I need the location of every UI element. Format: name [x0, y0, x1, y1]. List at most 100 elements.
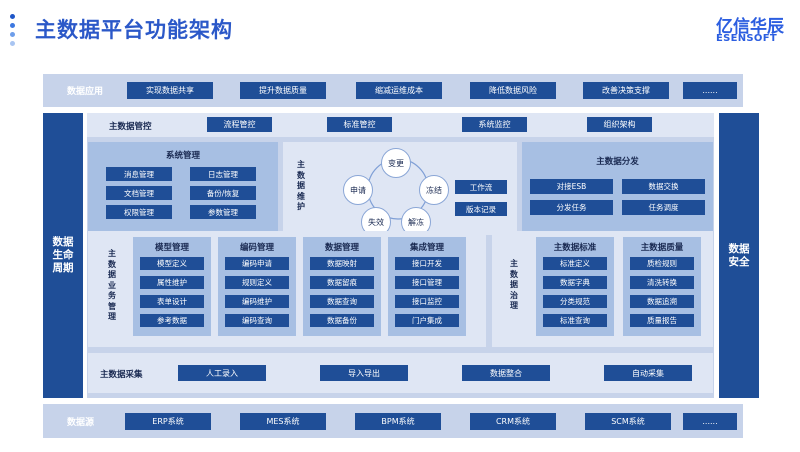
- app-layer-label: 数据应用: [67, 87, 104, 97]
- governance-group: 主数据质量 质检规则 清洗转换 数据追溯 质量报告: [623, 237, 701, 336]
- source-layer-item: SCM系统: [585, 413, 671, 430]
- business-label: 主数据业务管理: [108, 249, 116, 321]
- governance-group-title: 主数据质量: [640, 243, 684, 253]
- control-row: 主数据管控 流程管控 标准管控 系统监控 组织架构: [87, 113, 714, 137]
- business-group: 模型管理 模型定义 属性维护 表单设计 参考数据: [133, 237, 211, 336]
- cycle-node: 冻结: [419, 175, 449, 205]
- app-layer-item: 改善决策支撑: [583, 82, 669, 99]
- system-mgmt-panel: 系统管理 消息管理 日志管理 文档管理 备份/恢复 权限管理 参数管理: [88, 142, 278, 235]
- system-mgmt-title: 系统管理: [165, 151, 200, 161]
- business-group-item: 属性维护: [140, 276, 204, 289]
- business-group-item: 接口管理: [395, 276, 459, 289]
- business-group-item: 数据查询: [310, 295, 374, 308]
- decoration-dots: [9, 14, 17, 50]
- control-item: 系统监控: [462, 117, 527, 132]
- distribution-item: 任务调度: [622, 200, 705, 215]
- source-layer-item: ......: [683, 413, 737, 430]
- governance-group-item: 标准查询: [543, 314, 607, 327]
- governance-group-item: 质检规则: [630, 257, 694, 270]
- business-group-item: 编码维护: [225, 295, 289, 308]
- source-layer-item: CRM系统: [470, 413, 556, 430]
- business-group-title: 编码管理: [239, 243, 274, 253]
- distribution-item: 数据交换: [622, 179, 705, 194]
- business-group-item: 数据备份: [310, 314, 374, 327]
- system-mgmt-item: 文档管理: [106, 186, 172, 200]
- business-group: 集成管理 接口开发 接口管理 接口监控 门户集成: [388, 237, 466, 336]
- distribution-item: 分发任务: [530, 200, 613, 215]
- business-group-item: 接口开发: [395, 257, 459, 270]
- business-group-item: 表单设计: [140, 295, 204, 308]
- governance-group-item: 分类规范: [543, 295, 607, 308]
- app-layer-item: 提升数据质量: [240, 82, 326, 99]
- control-item: 组织架构: [587, 117, 652, 132]
- business-group-item: 编码查询: [225, 314, 289, 327]
- system-mgmt-item: 权限管理: [106, 205, 172, 219]
- decoration-dot: [10, 41, 15, 46]
- collection-row: 主数据采集 人工录入 导入导出 数据整合 自动采集: [88, 353, 713, 393]
- governance-group: 主数据标准 标准定义 数据字典 分类规范 标准查询: [536, 237, 614, 336]
- business-panel: 主数据业务管理 模型管理 模型定义 属性维护 表单设计 参考数据 编码管理 编码…: [88, 231, 486, 347]
- distribution-title: 主数据分发: [596, 157, 639, 167]
- page-title: 主数据平台功能架构: [35, 18, 233, 42]
- lifecycle-bar: 数据生命周期: [43, 113, 83, 398]
- app-layer-item: ......: [683, 82, 737, 99]
- collection-item: 人工录入: [178, 365, 266, 381]
- governance-group-item: 质量报告: [630, 314, 694, 327]
- governance-group-item: 清洗转换: [630, 276, 694, 289]
- business-group-item: 数据映射: [310, 257, 374, 270]
- collection-item: 数据整合: [462, 365, 550, 381]
- business-group-item: 模型定义: [140, 257, 204, 270]
- cycle-node: 变更: [381, 148, 411, 178]
- collection-item: 导入导出: [320, 365, 408, 381]
- business-group-item: 数据留痕: [310, 276, 374, 289]
- governance-group-title: 主数据标准: [553, 243, 597, 253]
- control-label: 主数据管控: [109, 122, 152, 132]
- business-group-title: 集成管理: [409, 243, 444, 253]
- business-group-item: 编码申请: [225, 257, 289, 270]
- maintenance-panel: 主数据维护 变更 冻结 解冻 失效 申请 工作流 版本记录: [283, 142, 517, 237]
- business-group: 数据管理 数据映射 数据留痕 数据查询 数据备份: [303, 237, 381, 336]
- app-layer-item: 降低数据风险: [470, 82, 556, 99]
- governance-label: 主数据治理: [510, 259, 518, 310]
- security-bar: 数据安全: [719, 113, 759, 398]
- source-layer-label: 数据源: [67, 418, 95, 428]
- control-item: 标准管控: [327, 117, 392, 132]
- logo-en: ESENSOFT: [716, 33, 777, 44]
- system-mgmt-item: 消息管理: [106, 167, 172, 181]
- maintenance-item: 版本记录: [455, 202, 507, 216]
- business-group-item: 门户集成: [395, 314, 459, 327]
- control-item: 流程管控: [207, 117, 272, 132]
- business-group-item: 参考数据: [140, 314, 204, 327]
- cycle-node: 申请: [343, 175, 373, 205]
- source-layer-item: MES系统: [240, 413, 326, 430]
- logo-cn: 亿信华辰: [716, 17, 784, 37]
- governance-group-item: 标准定义: [543, 257, 607, 270]
- decoration-dot: [10, 14, 15, 19]
- source-layer-item: ERP系统: [125, 413, 211, 430]
- source-layer-band: 数据源 ERP系统 MES系统 BPM系统 CRM系统 SCM系统 ......: [43, 404, 743, 438]
- system-mgmt-item: 日志管理: [190, 167, 256, 181]
- decoration-dot: [10, 23, 15, 28]
- maintenance-item: 工作流: [455, 180, 507, 194]
- system-mgmt-item: 备份/恢复: [190, 186, 256, 200]
- app-layer-band: 数据应用 实现数据共享 提升数据质量 缩减运维成本 降低数据风险 改善决策支撑 …: [43, 74, 743, 107]
- collection-label: 主数据采集: [100, 370, 143, 380]
- governance-panel: 主数据治理 主数据标准 标准定义 数据字典 分类规范 标准查询 主数据质量 质检…: [492, 231, 713, 347]
- business-group-title: 数据管理: [324, 243, 359, 253]
- governance-group-item: 数据追溯: [630, 295, 694, 308]
- app-layer-item: 实现数据共享: [127, 82, 213, 99]
- business-group-title: 模型管理: [154, 243, 189, 253]
- business-group: 编码管理 编码申请 规则定义 编码维护 编码查询: [218, 237, 296, 336]
- system-mgmt-item: 参数管理: [190, 205, 256, 219]
- collection-item: 自动采集: [604, 365, 692, 381]
- source-layer-item: BPM系统: [355, 413, 441, 430]
- center-area: 主数据管控 流程管控 标准管控 系统监控 组织架构 系统管理 消息管理 日志管理…: [87, 113, 714, 398]
- governance-group-item: 数据字典: [543, 276, 607, 289]
- maintenance-label: 主数据维护: [297, 160, 305, 211]
- decoration-dot: [10, 32, 15, 37]
- app-layer-item: 缩减运维成本: [356, 82, 442, 99]
- business-group-item: 规则定义: [225, 276, 289, 289]
- business-group-item: 接口监控: [395, 295, 459, 308]
- distribution-item: 对接ESB: [530, 179, 613, 194]
- distribution-panel: 主数据分发 对接ESB 数据交换 分发任务 任务调度: [522, 142, 713, 235]
